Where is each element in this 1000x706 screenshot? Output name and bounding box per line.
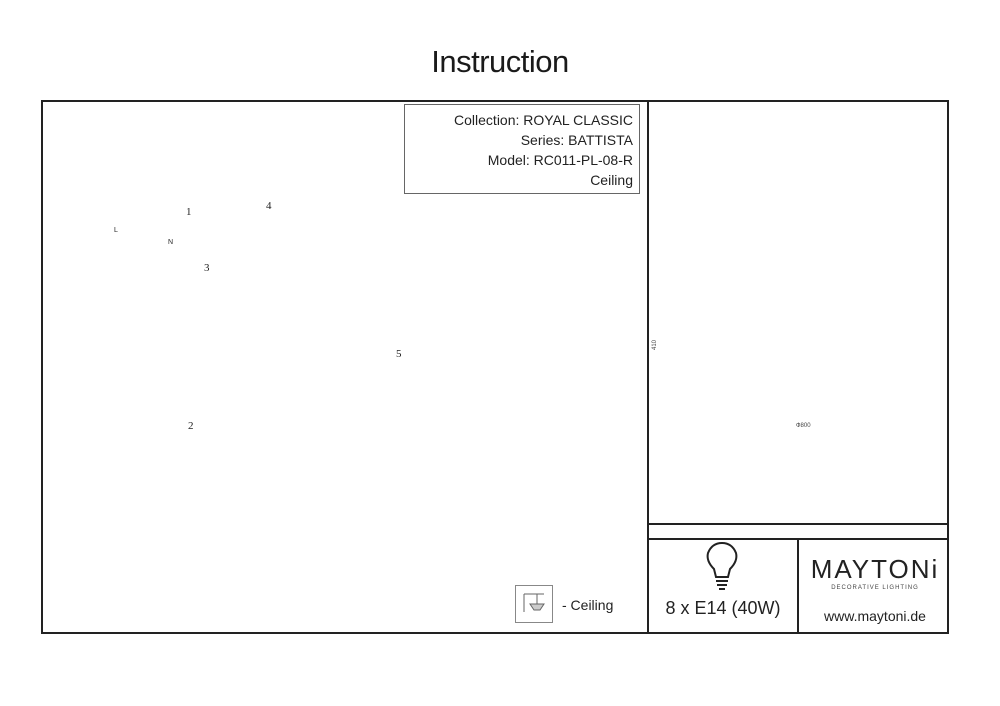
stem-right <box>798 291 822 351</box>
step-1-label: 1 <box>186 206 192 218</box>
lamp-shade <box>329 373 385 409</box>
step-2-label: 2 <box>188 420 194 432</box>
wire-neutral-label: N <box>168 239 174 246</box>
step-5-label: 5 <box>396 348 402 360</box>
instruction-frame <box>41 100 949 634</box>
canopy <box>221 213 257 225</box>
candle-cup <box>329 427 383 433</box>
page-title: Instruction <box>431 44 569 79</box>
chain-right <box>807 246 813 278</box>
step-4-label: 4 <box>266 200 272 212</box>
step-3-label: 3 <box>204 262 210 274</box>
mounting-bar-right <box>791 179 829 191</box>
product-info-box: Collection: ROYAL CLASSIC Series: BATTIS… <box>404 104 640 194</box>
wire-live-label: L <box>114 227 118 234</box>
divider-vertical <box>647 100 649 634</box>
ceiling-mount-icon <box>515 585 553 623</box>
brand-tagline: DECORATIVE LIGHTING <box>831 585 919 591</box>
wiring-detail <box>105 195 191 281</box>
arm-hub <box>223 423 255 437</box>
divider-horizontal-top <box>647 523 949 525</box>
arm <box>253 422 353 467</box>
mounting-bar <box>221 185 257 193</box>
ceiling-legend-label: - Ceiling <box>562 597 614 613</box>
bulb-spec-text: 8 x E14 (40W) <box>665 598 781 618</box>
arm-right <box>822 369 921 396</box>
brand-website[interactable]: www.maytoni.de <box>824 608 926 624</box>
shade-right <box>885 309 935 353</box>
arm-left <box>699 369 798 396</box>
divider-vertical-footer <box>797 538 799 634</box>
light-bulb-icon <box>702 541 742 593</box>
height-dimension-label: 410 <box>652 339 659 351</box>
bowl-right <box>791 371 829 411</box>
collection-text: Collection: ROYAL CLASSIC <box>454 112 633 128</box>
series-text: Series: BATTISTA <box>520 132 633 148</box>
brand-logo: MAYTONi <box>810 554 940 584</box>
shade-left <box>677 309 727 353</box>
width-dimension-label: Ф800 <box>796 423 811 429</box>
canopy-right <box>793 199 827 215</box>
bowl <box>221 439 255 485</box>
model-text: Model: RC011-PL-08-R <box>487 152 633 168</box>
stem <box>227 351 249 410</box>
mount-text: Ceiling <box>590 172 633 188</box>
